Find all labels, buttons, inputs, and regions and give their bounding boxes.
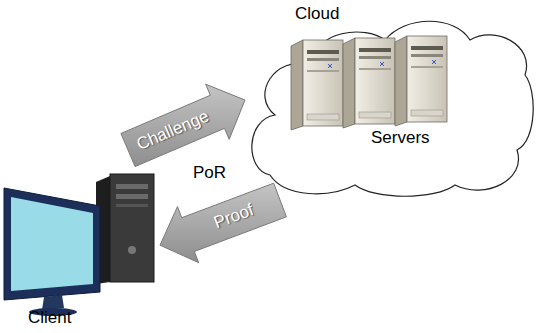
cloud-illustration xyxy=(245,0,537,200)
client-node: Client xyxy=(0,150,160,333)
block-arrow xyxy=(121,84,245,166)
block-arrow xyxy=(160,183,286,263)
servers-label: Servers xyxy=(371,128,430,148)
cloud-node: CloudServers xyxy=(245,0,537,200)
protocol-label: PoR xyxy=(193,163,226,183)
client-label: Client xyxy=(28,308,71,328)
cloud-label: Cloud xyxy=(295,4,339,24)
client-computer-illustration xyxy=(0,150,160,333)
